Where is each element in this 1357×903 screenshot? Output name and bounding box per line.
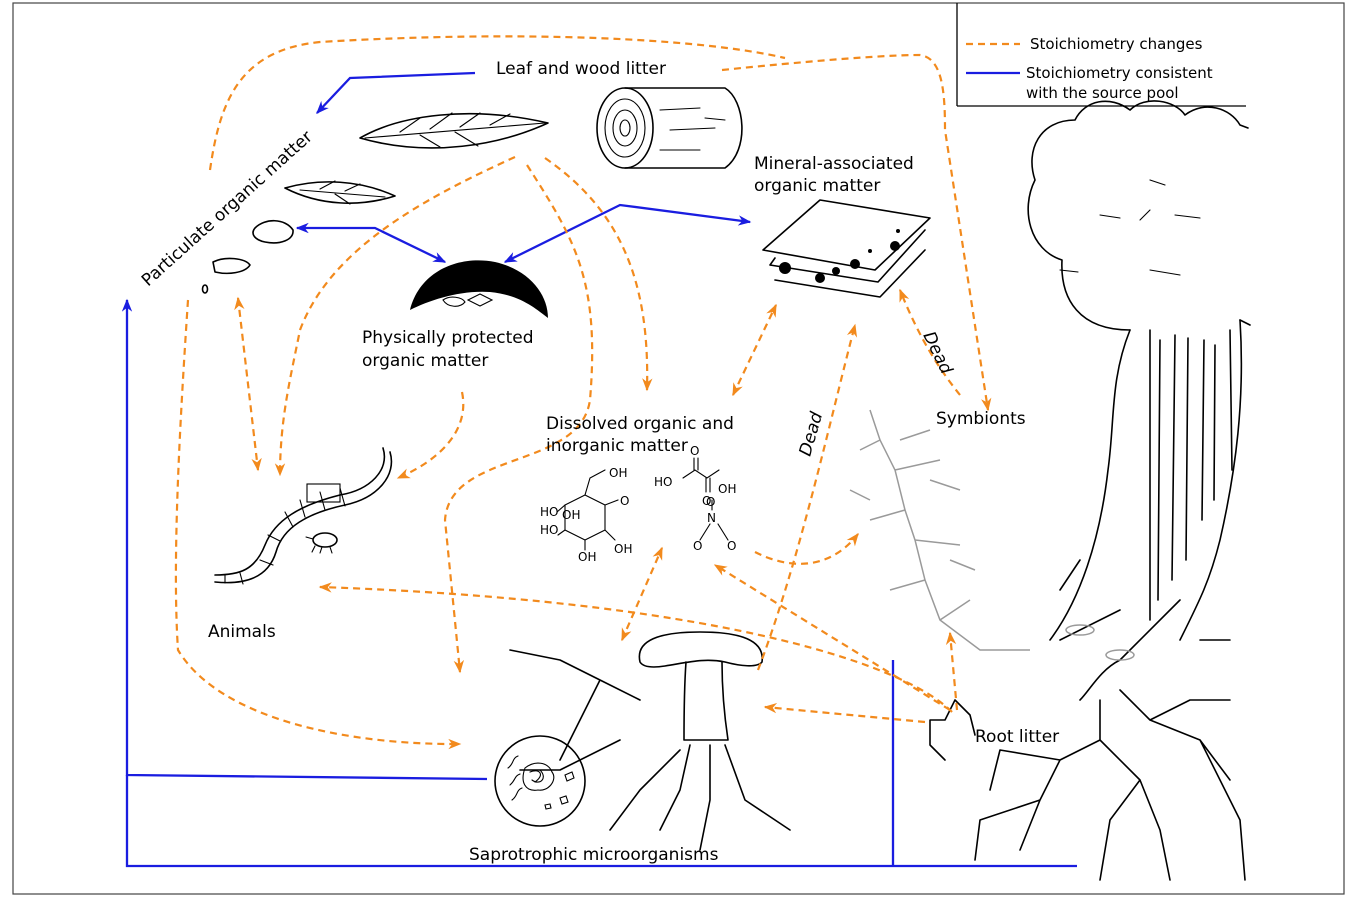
- tree-illustration: [1028, 101, 1250, 700]
- arrow-litter-to-dissolved: [545, 158, 647, 390]
- chemical-structures: OH O HO OH HO OH OH HO O O OH N O O O: [540, 444, 736, 564]
- chem-oh: OH: [614, 542, 632, 556]
- mineral-particle: [850, 259, 860, 269]
- mycorrhiza-nodule: [1106, 650, 1134, 660]
- leaf-illustration: [360, 113, 548, 148]
- chem-n: N: [707, 511, 716, 525]
- label-root-litter: Root litter: [975, 727, 1059, 747]
- arrow-physically-to-animals: [398, 392, 463, 478]
- label-mineral-associated-line2: organic matter: [754, 176, 880, 196]
- chem-oh: OH: [578, 550, 596, 564]
- arrow-saprotrophs-dissolved: [622, 548, 662, 640]
- arrow-root-litter-loop: [127, 660, 1077, 866]
- mushroom-illustration: [510, 632, 790, 850]
- label-mineral-associated-line1: Mineral-associated: [754, 154, 914, 174]
- label-dissolved-line1: Dissolved organic and: [546, 414, 734, 434]
- chem-ho: HO: [540, 505, 558, 519]
- arrow-particulate-physically: [297, 228, 445, 262]
- symbiont-hyphae-illustration: [850, 410, 1030, 650]
- microbe-petri-circle: [495, 736, 585, 826]
- arrow-dissolved-mineral: [733, 305, 776, 395]
- label-dead-symbionts: Dead: [919, 328, 957, 377]
- earthworm-illustration: [215, 448, 391, 584]
- mineral-layers-illustration: [763, 200, 930, 297]
- chem-o: O: [690, 444, 699, 458]
- chem-oh: OH: [718, 482, 736, 496]
- label-physically-protected-line1: Physically protected: [362, 328, 534, 348]
- chem-oh: OH: [562, 508, 580, 522]
- legend-orange-label: Stoichiometry changes: [1030, 35, 1203, 53]
- arrow-root-litter-to-symbionts: [950, 633, 957, 710]
- arrow-microorganisms-to-particulate: [127, 300, 487, 779]
- chem-o: O: [620, 494, 629, 508]
- chem-oh: OH: [609, 466, 627, 480]
- mineral-particle: [832, 267, 840, 275]
- label-symbionts: Symbionts: [936, 409, 1026, 429]
- arrow-root-litter-to-dissolved: [715, 565, 950, 710]
- mineral-particle: [868, 249, 872, 253]
- leaf-fragment-illustration: [285, 181, 395, 204]
- legend-blue-label-line2: with the source pool: [1026, 84, 1179, 102]
- label-leaf-wood-litter: Leaf and wood litter: [496, 59, 666, 79]
- mite-illustration: [306, 533, 337, 553]
- mineral-particle: [779, 262, 791, 274]
- arrow-physically-mineral: [505, 205, 750, 262]
- chem-ho: HO: [540, 523, 558, 537]
- blue-arrows: [127, 73, 1077, 866]
- chem-o: O: [727, 539, 736, 553]
- arrow-dissolved-to-symbionts: [755, 534, 858, 564]
- arrow-litter-to-animals: [280, 157, 515, 475]
- aggregate-illustration: [410, 260, 548, 318]
- microorganism-circle-illustration: [495, 736, 585, 826]
- arrow-litter-to-particulate: [317, 73, 475, 113]
- legend-blue-label-line1: Stoichiometry consistent: [1026, 64, 1213, 82]
- legend: Stoichiometry changes Stoichiometry cons…: [957, 3, 1246, 106]
- arrow-root-litter-to-saprotrophs: [765, 707, 925, 722]
- wood-log-illustration: [597, 88, 742, 168]
- label-saprotrophic-microorganisms: Saprotrophic microorganisms: [469, 845, 719, 865]
- roots-illustration: [930, 690, 1245, 880]
- chem-o: O: [706, 495, 715, 509]
- chem-ho: HO: [654, 475, 672, 489]
- label-animals: Animals: [208, 622, 276, 642]
- mineral-particle: [896, 229, 900, 233]
- arrow-mushroom-to-mineral-dead: [758, 325, 855, 670]
- mineral-particle: [815, 273, 825, 283]
- label-dissolved-line2: inorganic matter: [546, 436, 688, 456]
- label-particulate-organic-matter: Particulate organic matter: [138, 127, 317, 291]
- arrow-particulate-animals: [238, 298, 258, 470]
- label-physically-protected-line2: organic matter: [362, 351, 488, 371]
- chem-o: O: [693, 539, 702, 553]
- mineral-particle: [890, 241, 900, 251]
